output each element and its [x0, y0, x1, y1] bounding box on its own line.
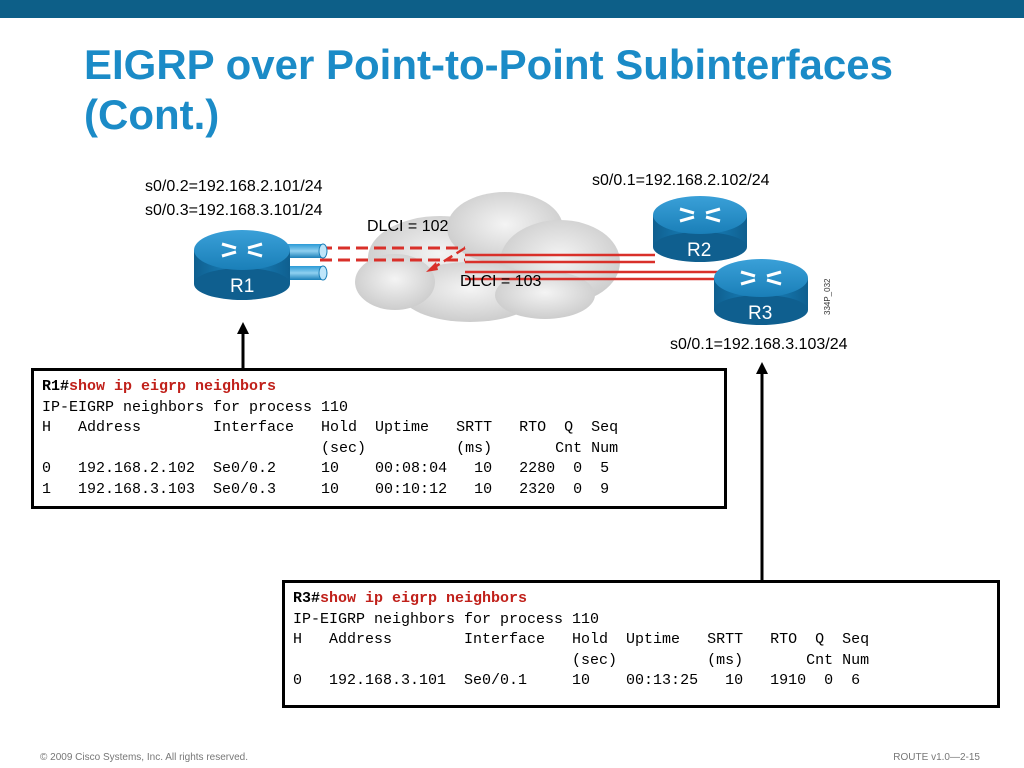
router-r3-label: R3	[748, 303, 773, 324]
router-r3-icon	[714, 259, 808, 325]
r1-header-line-2: (sec) (ms) Cnt Num	[42, 439, 619, 457]
copyright-text: © 2009 Cisco Systems, Inc. All rights re…	[40, 752, 249, 763]
callout-arrows	[237, 322, 768, 580]
r1-subinterface-1-label: s0/0.2=192.168.2.101/24	[145, 178, 323, 195]
title-line-1: EIGRP over Point-to-Point Subinterfaces	[84, 41, 893, 88]
r3-command: show ip eigrp neighbors	[320, 590, 528, 607]
router-r2-icon	[653, 196, 747, 262]
r3-output-line: IP-EIGRP neighbors for process 110	[293, 610, 600, 628]
r3-prompt: R3#	[293, 590, 321, 607]
r1-cli-output: R1#show ip eigrp neighbors IP-EIGRP neig…	[31, 368, 727, 509]
r3-header-line-1: H Address Interface Hold Uptime SRTT RTO…	[293, 631, 870, 648]
r1-output-line: IP-EIGRP neighbors for process 110	[42, 398, 349, 416]
r3-header-line-2: (sec) (ms) Cnt Num	[293, 651, 870, 669]
r2-interface-label: s0/0.1=192.168.2.102/24	[592, 172, 770, 189]
figure-id: 334P_032	[823, 278, 832, 315]
r1-command: show ip eigrp neighbors	[69, 378, 277, 395]
dlci-links	[320, 246, 725, 281]
r3-neighbor-row: 0 192.168.3.101 Se0/0.1 10 00:13:25 10 1…	[293, 672, 861, 689]
router-r2-label: R2	[687, 240, 712, 261]
r1-subinterface-2-label: s0/0.3=192.168.3.101/24	[145, 202, 323, 219]
r1-neighbor-row: 0 192.168.2.102 Se0/0.2 10 00:08:04 10 2…	[42, 460, 610, 477]
r1-prompt: R1#	[42, 378, 70, 395]
course-page-number: ROUTE v1.0—2-15	[893, 752, 980, 763]
dlci-102-label: DLCI = 102	[367, 218, 449, 235]
router-r1-label: R1	[230, 276, 255, 297]
frame-relay-cloud	[355, 192, 620, 322]
r3-cli-output: R3#show ip eigrp neighbors IP-EIGRP neig…	[282, 580, 1000, 708]
r1-header-line-1: H Address Interface Hold Uptime SRTT RTO…	[42, 419, 619, 436]
slide-title: EIGRP over Point-to-Point Subinterfaces …	[84, 40, 1004, 140]
r3-interface-label: s0/0.1=192.168.3.103/24	[670, 336, 848, 353]
router-r1-icon	[194, 230, 290, 300]
title-line-2: (Cont.)	[84, 91, 220, 138]
r1-neighbor-row: 1 192.168.3.103 Se0/0.3 10 00:10:12 10 2…	[42, 480, 610, 498]
dlci-103-label: DLCI = 103	[460, 273, 542, 290]
r1-subinterface-tubes	[283, 243, 328, 281]
top-banner	[0, 0, 1024, 18]
